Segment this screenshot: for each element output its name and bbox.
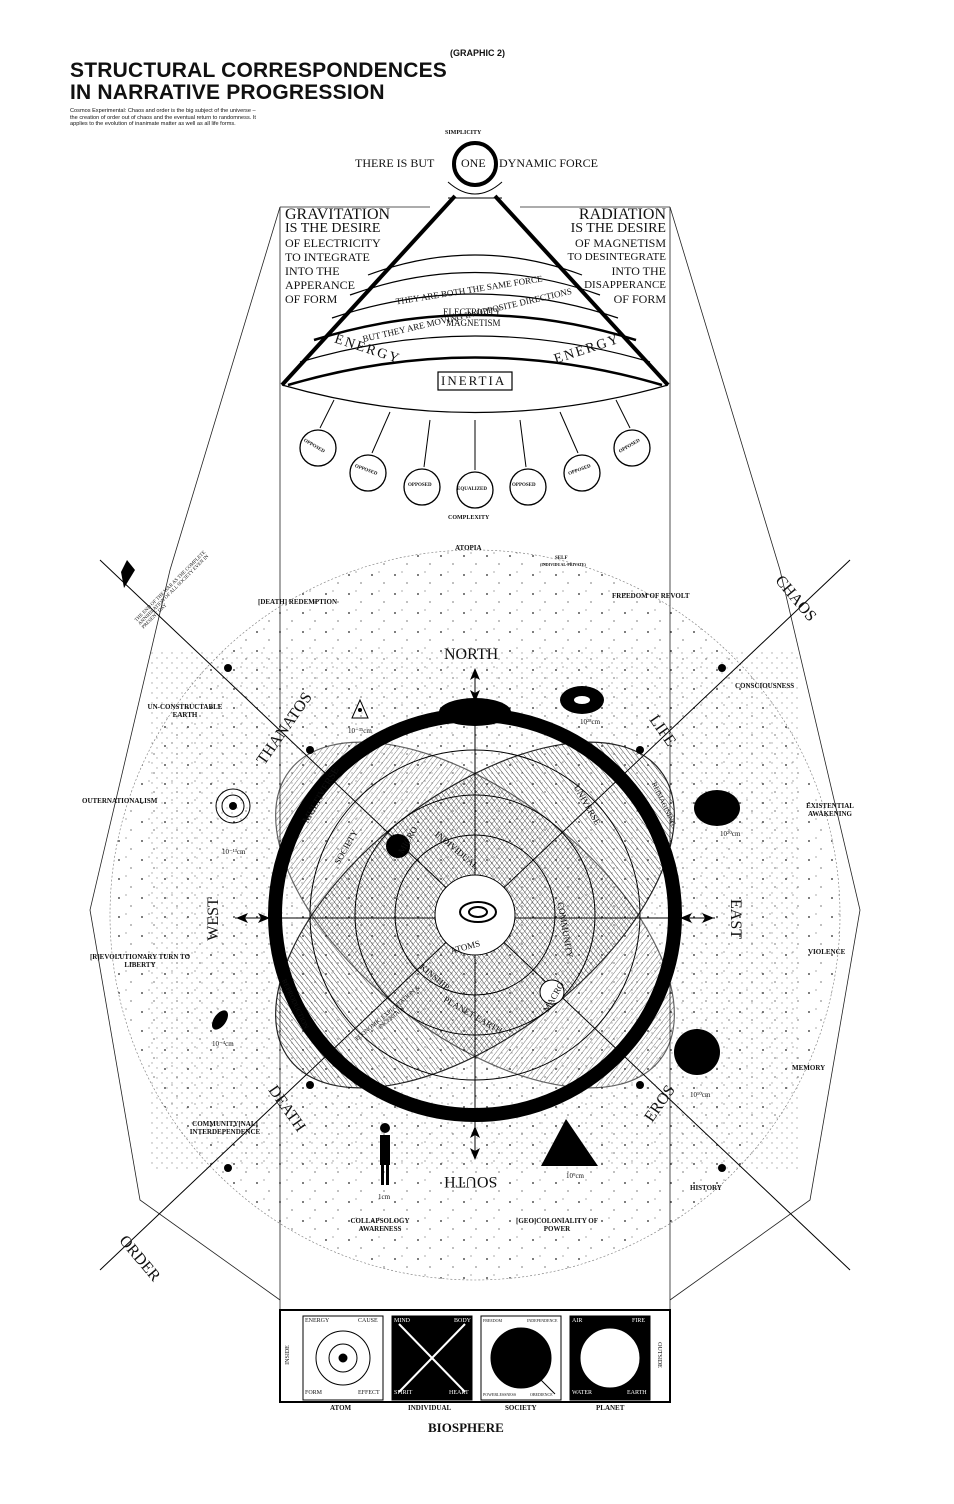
force-center-label: ONE (461, 156, 486, 170)
black-moon (386, 834, 410, 858)
complexity-label: COMPLEXITY (448, 515, 490, 521)
gravitation-text: GRAVITATION IS THE DESIRE OF ELECTRICITY… (285, 206, 391, 307)
atom-cause: CAUSE (358, 1318, 378, 1324)
radiation-text: RADIATION IS THE DESIRE OF MAGNETISM TO … (567, 206, 666, 307)
scale-neg35: 10⁻³⁵cm (348, 727, 372, 735)
asteroid-icon (694, 790, 740, 826)
title-line-2: IN NARRATIVE PROGRESSION (70, 81, 385, 104)
white-moon (539, 979, 565, 1005)
galaxy-icon (560, 686, 604, 714)
scale-neg4: 10⁻⁴cm (212, 1040, 234, 1048)
scale-28: 10²⁸cm (580, 718, 601, 726)
scale-neg13: 10⁻¹³cm (222, 848, 246, 856)
opposed-label-4: OPPOSED (512, 483, 536, 488)
simplicity-label: SIMPLICITY (445, 130, 482, 136)
soc-powerlessness: POWERLESSNESS (483, 1392, 517, 1397)
collapsology-header: COLLAPSOLOGY AWARENESS (350, 1217, 410, 1233)
consciousness-header: CONSCIOUSNESS (735, 682, 795, 690)
ouroboros-head (439, 698, 511, 726)
unconstructable-earth-header: UN-CONSTRUCTABLE EARTH (147, 703, 223, 719)
soc-independence: INDEPENDENCE (527, 1318, 558, 1323)
self-subheader: (INDIVIDUAL-PRIVATE) (540, 562, 586, 567)
atom-label: ATOM (330, 1404, 352, 1412)
memory-header: MEMORY (792, 1064, 826, 1072)
ind-heart: HEART (449, 1390, 469, 1396)
scale-9: 10⁹cm (566, 1172, 584, 1180)
history-header: HISTORY (690, 1184, 722, 1192)
end-arrow-icon (121, 560, 135, 588)
pl-water: WATER (572, 1390, 592, 1396)
atom-cluster-icon (351, 698, 369, 719)
inertia-label: INERTIA (441, 373, 507, 388)
south-label: SOUTH (444, 1173, 498, 1190)
one-force-circle (447, 141, 503, 199)
freedom-revolt-header: FREEDOM OF REVOLT (612, 592, 690, 600)
society-panel-label: SOCIETY (505, 1404, 537, 1412)
atopia-header: ATOPIA (455, 544, 482, 552)
outside-label: OUTSIDE (655, 1342, 662, 1368)
page-title: STRUCTURAL CORRESPONDENCES IN NARRATIVE … (70, 60, 447, 104)
revolutionary-turn-header: [R]EVOLUTIONARY TURN TO LIBERTY (89, 953, 191, 969)
scale-20: 10²⁰cm (720, 830, 741, 838)
force-right-label: DYNAMIC FORCE (499, 156, 599, 170)
community-interdependence-header: COMMUNITY[NAL] INTERDEPENDENCE (189, 1120, 261, 1136)
scale-10: 10¹⁰cm (690, 1091, 711, 1099)
outernationalism-header: OUTERNATIONALISM (82, 797, 158, 805)
scale-icons (121, 560, 740, 1185)
force-left-label: THERE IS BUT (355, 156, 435, 170)
pl-earth: EARTH (627, 1390, 647, 1396)
death-redemption-header: [DEATH] REDEMPTION (258, 598, 338, 606)
individual-panel-label: INDIVIDUAL (408, 1404, 452, 1412)
atom-effect: EFFECT (358, 1390, 380, 1396)
east-label: EAST (727, 899, 744, 939)
existential-awakening-header: EXISTENTIAL AWAKENING (806, 802, 854, 818)
soc-obedience: OBEDIENCE (530, 1392, 553, 1397)
force-fan (280, 194, 670, 414)
arc-electricity: ELECTRICITY (443, 307, 501, 317)
pl-air: AIR (572, 1318, 583, 1324)
pl-fire: FIRE (632, 1318, 646, 1324)
atom-form: FORM (305, 1390, 323, 1396)
human-icon (380, 1123, 390, 1185)
scale-1cm: 1cm (378, 1193, 391, 1201)
title-line-1: STRUCTURAL CORRESPONDENCES (70, 59, 448, 82)
opposed-circles (299, 429, 651, 509)
arc-magnetism: MAGNETISM (446, 318, 501, 328)
intro-text: Cosmos Experimental: Chaos and order is … (70, 108, 256, 128)
opposed-stems (319, 399, 631, 470)
equalized-label: EQUALIZED (457, 487, 488, 492)
insect-icon (212, 1010, 228, 1030)
electron-icon (215, 788, 251, 824)
compass-stars (224, 664, 726, 1172)
violence-header: VIOLENCE (808, 948, 846, 956)
ind-spirit: SPIRIT (394, 1390, 413, 1396)
mountain-icon (541, 1119, 598, 1166)
ind-mind: MIND (394, 1318, 410, 1324)
ind-body: BODY (454, 1318, 472, 1324)
west-label: WEST (204, 897, 222, 941)
opposed-label-3: OPPOSED (408, 483, 432, 488)
biosphere-label: BIOSPHERE (428, 1420, 504, 1435)
bottom-panel (279, 1309, 671, 1403)
self-header: SELF (555, 556, 568, 561)
north-label: NORTH (444, 646, 499, 663)
inside-label: INSIDE (284, 1345, 291, 1365)
geocoloniality-header: [GEO]COLONIALITY OF POWER (516, 1217, 598, 1233)
soc-freedom: FREEDOM (483, 1318, 503, 1323)
atom-energy: ENERGY (305, 1318, 330, 1324)
graphic-tag: (GRAPHIC 2) (450, 48, 506, 58)
planet-icon (674, 1029, 720, 1075)
planet-panel-label: PLANET (596, 1404, 625, 1412)
